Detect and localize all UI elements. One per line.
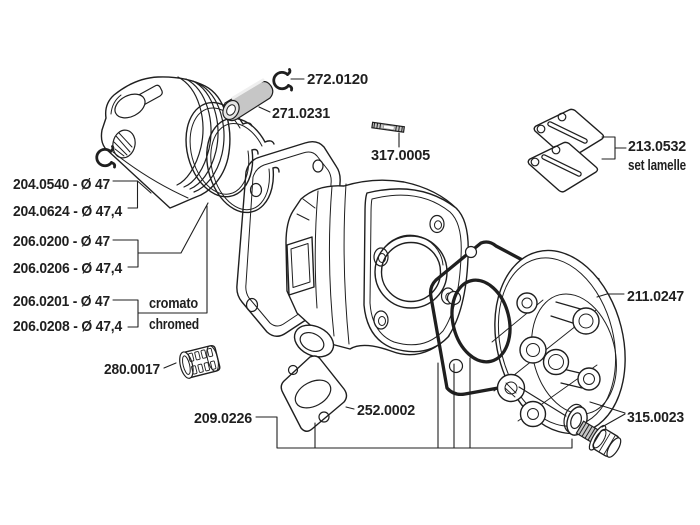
label-gasket-set: 209.0226 [194, 410, 252, 427]
label-piston-pin: 271.0231 [272, 105, 330, 122]
spark-plug-hole [542, 348, 570, 376]
piston-rings-drawing [185, 101, 280, 214]
label-cylinder-head: 211.0247 [627, 288, 684, 305]
head-oring-drawing [450, 278, 512, 364]
label-stud: 317.0005 [371, 147, 430, 164]
cylinder-head-drawing [491, 249, 626, 435]
label-piston-d47: 204.0540 - Ø 47 [13, 176, 110, 193]
label-piston-d474: 204.0624 - Ø 47,4 [13, 203, 123, 220]
label-note-chromed: chromed [149, 316, 199, 333]
label-reed-set-sub: set lamelle [628, 157, 686, 174]
piston-window [114, 93, 146, 119]
needle-bearing-drawing [179, 345, 221, 379]
label-note-cromato: cromato [149, 295, 198, 312]
wrist-pin-drawing [222, 78, 274, 122]
reed-block [286, 236, 315, 296]
circlip-icon [95, 145, 117, 169]
circlip-icon [272, 68, 294, 92]
cylinder-drawing [285, 179, 469, 358]
label-rings-chrome-d47: 206.0201 - Ø 47 [13, 293, 110, 310]
exhaust-gasket-drawing [280, 355, 348, 432]
leader-lines [112, 78, 627, 449]
label-bearing: 280.0017 [104, 361, 160, 378]
label-reed-set: 213.0532 [628, 138, 686, 155]
reed-petals-drawing [527, 108, 605, 193]
stud-drawing [371, 121, 406, 133]
label-circlip: 272.0120 [307, 71, 368, 88]
label-bolt-kit: 315.0023 [627, 409, 684, 426]
label-rings-d474: 206.0206 - Ø 47,4 [13, 260, 123, 277]
label-rings-d47: 206.0200 - Ø 47 [13, 233, 110, 250]
label-rings-chrome-d474: 206.0208 - Ø 47,4 [13, 318, 123, 335]
label-exhaust-gasket: 252.0002 [357, 402, 415, 419]
head-bolt-drawing [575, 420, 622, 458]
labels: 272.0120 271.0231 317.0005 213.0532 set … [13, 71, 686, 427]
